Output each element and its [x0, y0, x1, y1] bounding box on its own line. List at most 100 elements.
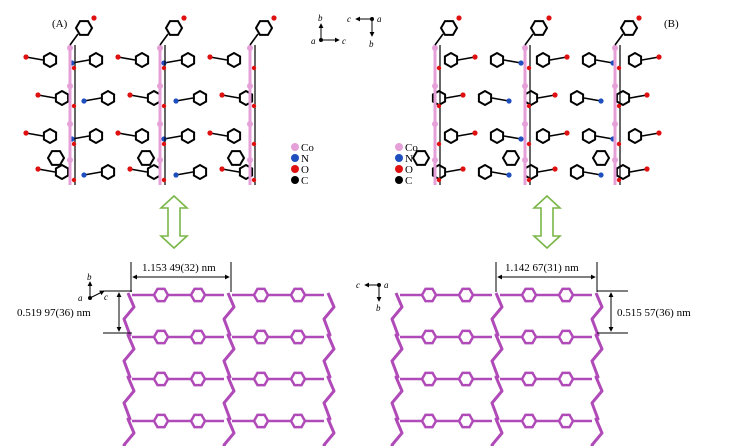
aromatic-ring	[443, 127, 459, 145]
cobalt-atom	[432, 45, 438, 51]
pendant-ring	[439, 20, 459, 36]
cobalt-atom	[522, 121, 528, 127]
cobalt-atom	[522, 83, 528, 89]
axis-label-c: c	[104, 292, 108, 302]
framework-ring	[152, 413, 170, 429]
aromatic-ring	[477, 89, 493, 107]
cobalt-atom	[432, 121, 438, 127]
axis-triad-top-right: c a b	[347, 14, 382, 49]
dimension-left-width: 1.153 49(32) nm	[130, 262, 232, 292]
atom	[460, 166, 466, 172]
axis-label-b: b	[369, 39, 374, 49]
atom	[598, 172, 604, 178]
atom	[23, 54, 29, 60]
axis-label-b: b	[376, 303, 381, 313]
atom	[564, 130, 570, 136]
cobalt-atom	[247, 121, 253, 127]
atom	[219, 166, 225, 172]
dimension-label-width: 1.153 49(32) nm	[142, 262, 216, 274]
framework-pillar	[122, 292, 136, 446]
atom	[506, 98, 512, 104]
axis-label-b: b	[87, 272, 92, 282]
legend-marker	[395, 143, 403, 151]
atom	[81, 172, 87, 178]
atom	[518, 60, 524, 66]
legend-label: N	[405, 153, 413, 165]
framework-ring	[289, 413, 307, 429]
atom	[35, 92, 41, 98]
dimension-right-height: 0.515 57(36) nm	[597, 290, 691, 334]
framework-pillar	[490, 292, 504, 446]
framework-ring	[289, 371, 307, 387]
framework-ring	[289, 329, 307, 345]
atom	[506, 172, 512, 178]
legend-marker	[291, 165, 299, 173]
axis-label-a: a	[78, 293, 83, 303]
aromatic-ring	[146, 163, 162, 181]
cobalt-atom	[612, 157, 618, 163]
legend-label: O	[301, 164, 309, 176]
atom	[173, 98, 179, 104]
cobalt-atom	[157, 121, 163, 127]
cobalt-atom	[247, 83, 253, 89]
aromatic-ring	[134, 51, 150, 69]
framework-ring	[152, 287, 170, 303]
legend-label: Co	[301, 142, 314, 154]
framework-pillar	[590, 292, 604, 446]
cobalt-atom	[157, 83, 163, 89]
dimension-left-height: 0.519 97(36) nm	[17, 290, 132, 334]
legend-label: O	[405, 164, 413, 176]
framework-ring	[520, 371, 538, 387]
cobalt-atom	[67, 83, 73, 89]
aromatic-ring	[192, 163, 208, 181]
framework-ring	[457, 287, 475, 303]
framework-ring	[189, 287, 207, 303]
atom	[460, 92, 466, 98]
aromatic-ring	[569, 163, 585, 181]
pendant-ring	[529, 20, 549, 36]
atom	[564, 54, 570, 60]
framework-ring	[420, 287, 438, 303]
aromatic-ring	[54, 163, 70, 181]
legend-marker	[291, 176, 299, 184]
aromatic-ring	[477, 163, 493, 181]
atom	[656, 130, 662, 136]
framework-pillar	[390, 292, 404, 446]
axis-label-a: a	[384, 280, 389, 290]
framework-ring	[420, 329, 438, 345]
framework-ring	[520, 329, 538, 345]
cobalt-atom	[157, 45, 163, 51]
atom	[472, 54, 478, 60]
aromatic-ring	[88, 127, 104, 145]
legend-marker	[395, 176, 403, 184]
aromatic-ring	[100, 163, 116, 181]
atom	[552, 166, 558, 172]
aromatic-ring	[627, 127, 643, 145]
framework-ring	[189, 371, 207, 387]
framework-ring	[557, 371, 575, 387]
atom	[518, 136, 524, 142]
atom	[173, 172, 179, 178]
aromatic-ring	[100, 89, 116, 107]
framework-ring	[557, 413, 575, 429]
axis-label-c: c	[342, 36, 346, 46]
atom	[207, 130, 213, 136]
aromatic-ring	[615, 163, 631, 181]
atom	[23, 130, 29, 136]
framework-ring	[457, 371, 475, 387]
framework-left	[122, 287, 336, 446]
framework-pillar	[222, 292, 236, 446]
axis-label-c: c	[356, 280, 360, 290]
framework-ring	[252, 371, 270, 387]
legend-label: C	[301, 175, 308, 187]
aromatic-ring	[489, 127, 505, 145]
aromatic-ring	[443, 51, 459, 69]
aromatic-ring	[627, 51, 643, 69]
atom	[161, 60, 167, 66]
aromatic-ring	[615, 89, 631, 107]
atom	[644, 166, 650, 172]
cobalt-atom	[432, 157, 438, 163]
dimension-label-height: 0.515 57(36) nm	[617, 307, 691, 319]
